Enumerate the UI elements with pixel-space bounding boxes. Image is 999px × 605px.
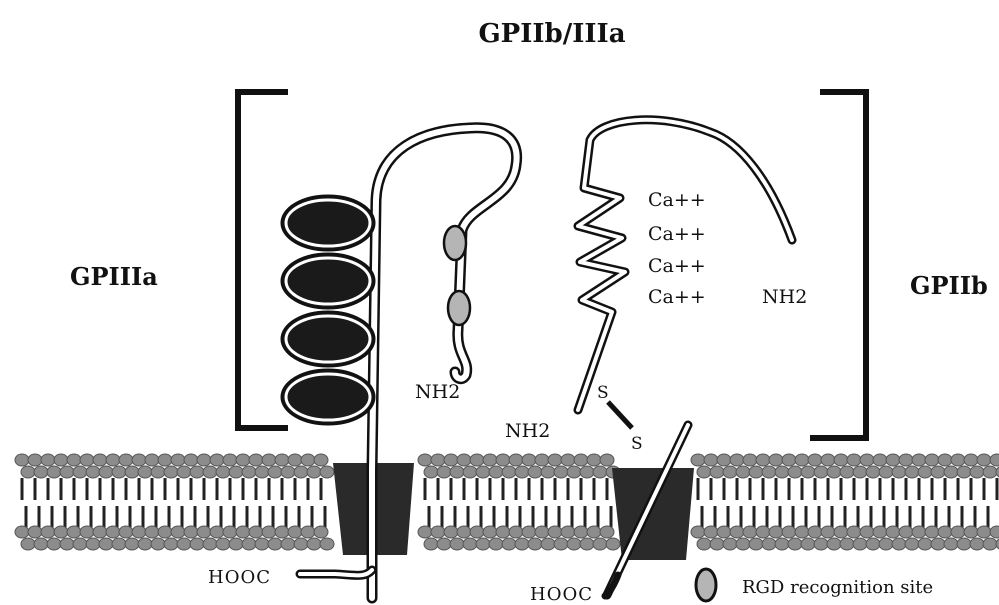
sulfur-upper-label: S — [597, 383, 609, 403]
sulfur-lower-label: S — [631, 434, 643, 454]
calcium-site-2: Ca++ — [648, 223, 706, 245]
cysteine-rich-domains — [282, 196, 374, 424]
rgd-legend-label: RGD recognition site — [742, 577, 933, 598]
calcium-site-4: Ca++ — [648, 286, 706, 308]
legend: RGD recognition site — [696, 569, 933, 601]
cysteine-rich-domain-4 — [282, 370, 374, 424]
hooc-gpiiia-label: HOOC — [208, 567, 271, 588]
gpiib-label: GPIIb — [910, 271, 988, 300]
nh2-gpiib-label: NH2 — [762, 286, 807, 308]
rgd-legend-icon — [696, 569, 716, 601]
nh2-gpiiia-label: NH2 — [415, 381, 460, 403]
calcium-site-1: Ca++ — [648, 189, 706, 211]
diagram-title: GPIIb/IIIa — [478, 19, 625, 49]
rgd-site-lower — [448, 291, 470, 325]
nh2-light-chain-label: NH2 — [505, 420, 550, 442]
cysteine-rich-domain-3 — [282, 312, 374, 366]
cysteine-rich-domain-1 — [282, 196, 374, 250]
left-bracket — [238, 92, 288, 428]
gpiiia-label: GPIIIa — [70, 262, 158, 291]
cell-membrane — [15, 454, 999, 550]
calcium-site-3: Ca++ — [648, 255, 706, 277]
cysteine-rich-domain-2 — [282, 254, 374, 308]
rgd-site-upper — [444, 226, 466, 260]
gpiib-transmembrane-domain — [612, 468, 694, 560]
right-bracket — [810, 92, 866, 438]
hooc-gpiib-label: HOOC — [530, 584, 593, 605]
disulfide-bond — [608, 402, 632, 428]
